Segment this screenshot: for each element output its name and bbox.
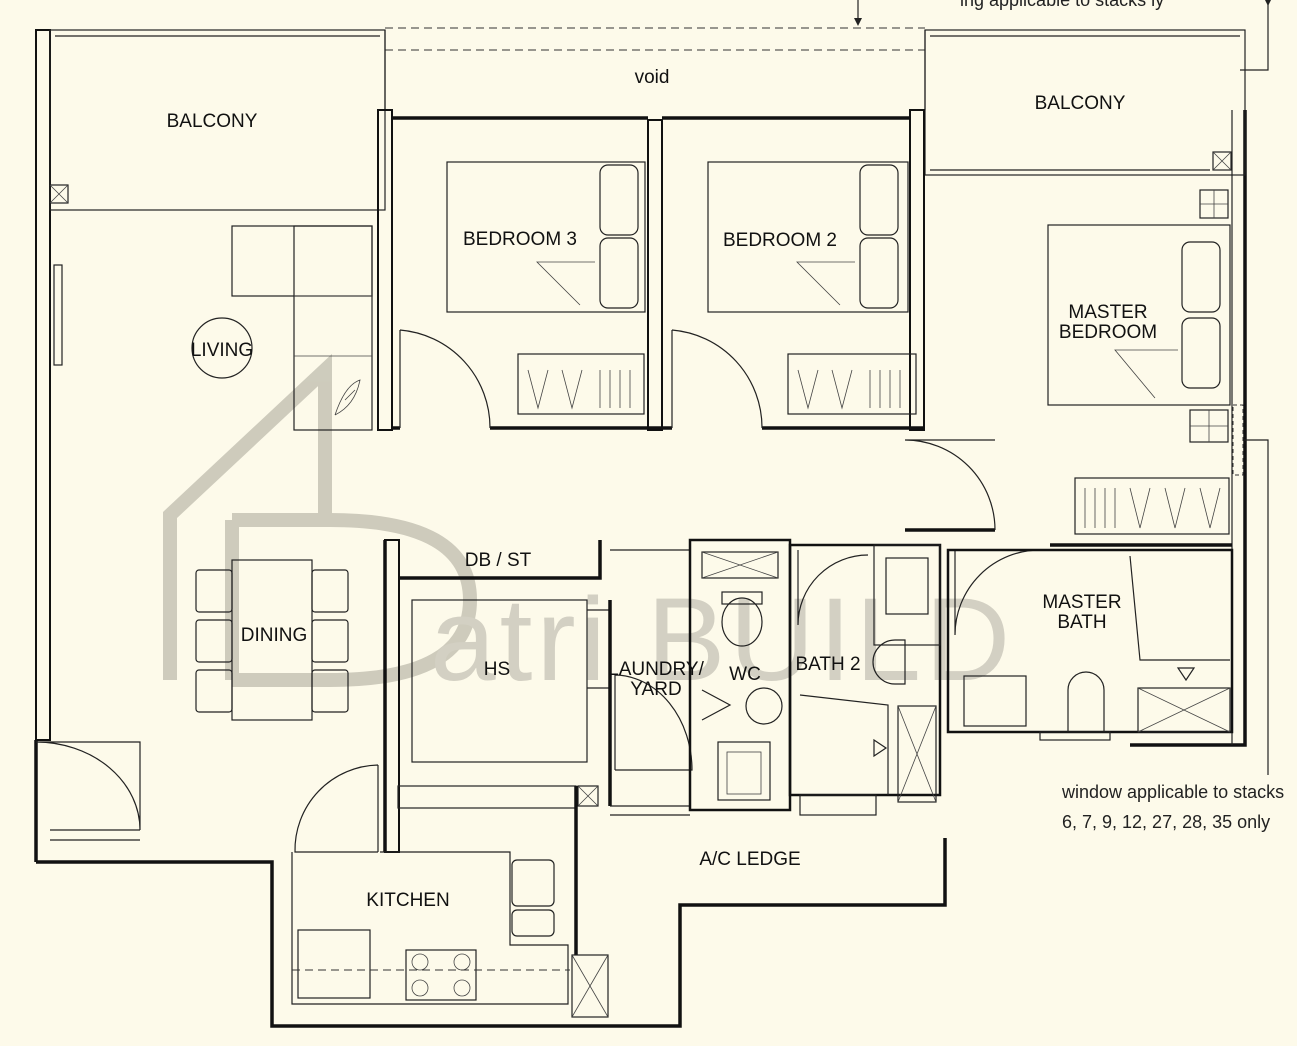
label-ac-ledge: A/C LEDGE [699, 849, 800, 870]
window-note: window applicable to stacks 6, 7, 9, 12,… [1061, 782, 1284, 832]
window-note-line1: window applicable to stacks [1061, 782, 1284, 802]
label-bedroom2: BEDROOM 2 [723, 230, 837, 251]
wardrobes [517, 353, 1230, 535]
bed-bedroom2 [707, 161, 909, 313]
outer-walls [34, 29, 1247, 1028]
label-master-bedroom-2: BEDROOM [1059, 322, 1157, 343]
bedroom-walls [377, 109, 1232, 547]
living-sofa [53, 225, 373, 431]
room-labels: BALCONY void BALCONY BEDROOM 3 BEDROOM 2… [167, 67, 1158, 911]
label-master-bath-1: MASTER [1042, 592, 1121, 613]
label-void: void [635, 67, 670, 88]
label-master-bath-2: BATH [1057, 612, 1106, 633]
label-living: LIVING [191, 340, 253, 361]
void-area [384, 27, 926, 110]
service-core [383, 539, 690, 955]
bed-master [1047, 224, 1231, 406]
label-dining: DINING [241, 625, 308, 646]
shaft-boxes [49, 151, 1232, 807]
label-balcony-right: BALCONY [1035, 93, 1126, 114]
label-kitchen: KITCHEN [366, 890, 449, 911]
top-note-text: ing applicable to stacks ly [960, 0, 1164, 10]
label-db-st: DB / ST [465, 550, 532, 571]
watermark-text: atri BUILD [430, 574, 1014, 706]
doors [35, 329, 1041, 853]
label-bedroom3: BEDROOM 3 [463, 229, 577, 250]
label-hs: HS [484, 659, 510, 680]
bed-bedroom3 [446, 161, 646, 313]
watermark-logo: atri BUILD [163, 353, 1014, 706]
kitchen-fixtures [291, 851, 609, 1018]
label-laundry-2: YARD [630, 679, 681, 700]
label-laundry-1: LAUNDRY/ [608, 659, 704, 680]
label-balcony-left: BALCONY [167, 111, 258, 132]
dining-set [195, 559, 349, 721]
window-note-line2: 6, 7, 9, 12, 27, 28, 35 only [1062, 812, 1270, 832]
label-master-bedroom-1: MASTER [1068, 302, 1147, 323]
master-bath-fixtures [946, 548, 1234, 741]
top-annotation: ing applicable to stacks ly [854, 0, 1271, 71]
label-bath2: BATH 2 [795, 654, 860, 675]
bath2-fixtures [788, 543, 942, 816]
label-wc: WC [729, 664, 761, 685]
master-shafts [1189, 189, 1269, 775]
